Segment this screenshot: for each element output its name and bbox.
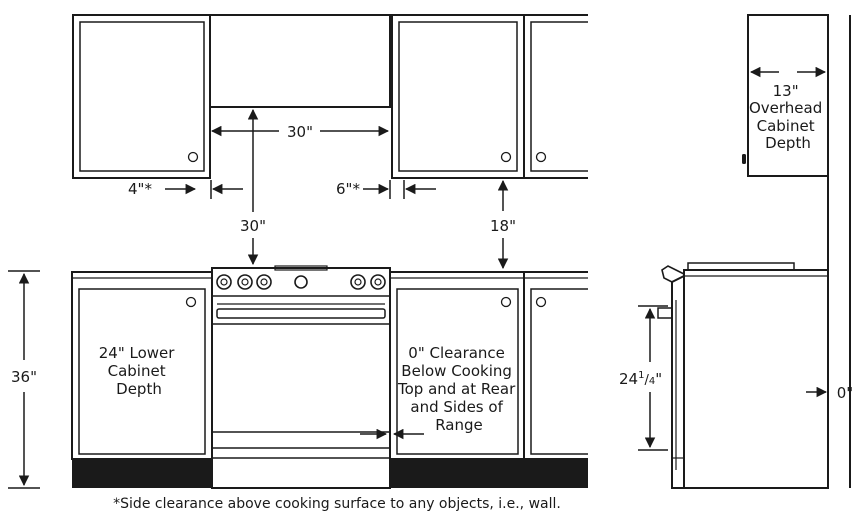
counter-height-label: 36" [11, 368, 37, 386]
rear-clearance-label: 0" [837, 384, 853, 402]
dimension-counter-height: 36" [8, 270, 40, 489]
upper-cabinet-left [72, 14, 211, 179]
range-hood [209, 14, 391, 108]
knob-icon [216, 274, 386, 290]
lower-cabinet-depth-text: 24" Lower Cabinet Depth [99, 344, 179, 398]
dimension-cooktop-to-hood: 30" [240, 108, 266, 266]
cooktop-to-hood-label: 30" [240, 217, 266, 235]
dimension-counter-to-cabinet: 18" [490, 179, 516, 270]
oven-height-label: 241/4" [619, 370, 662, 388]
overhead-cabinet-side [742, 14, 829, 177]
dimension-hood-width: 30" [210, 123, 390, 141]
overhead-depth-text: 13" Overhead Cabinet Depth [749, 82, 827, 152]
lower-cabinet-right [523, 271, 588, 488]
left-clearance-label: 4"* [128, 180, 152, 198]
upper-cabinet-right [523, 14, 588, 179]
dimension-oven-height: 241/4" [619, 305, 668, 451]
footnote: *Side clearance above cooking surface to… [113, 496, 561, 512]
dimension-left-clearance: 4"* [128, 180, 243, 199]
right-clearance-label: 6"* [336, 180, 360, 198]
side-view: 13" Overhead Cabinet Depth 241/4" [619, 14, 853, 489]
wall [827, 15, 851, 488]
range-front [211, 265, 391, 489]
counter-to-cabinet-label: 18" [490, 217, 516, 235]
hood-width-label: 30" [287, 123, 313, 141]
front-view: 30" 4"* 6"* 30" 18" [8, 14, 588, 489]
dimension-rear-clearance: 0" [806, 384, 853, 402]
clearance-text: 0" Clearance Below Cooking Top and at Re… [397, 344, 520, 434]
upper-cabinet-middle [391, 14, 525, 179]
dimension-right-clearance: 6"* [336, 180, 436, 199]
range-side [657, 262, 829, 489]
